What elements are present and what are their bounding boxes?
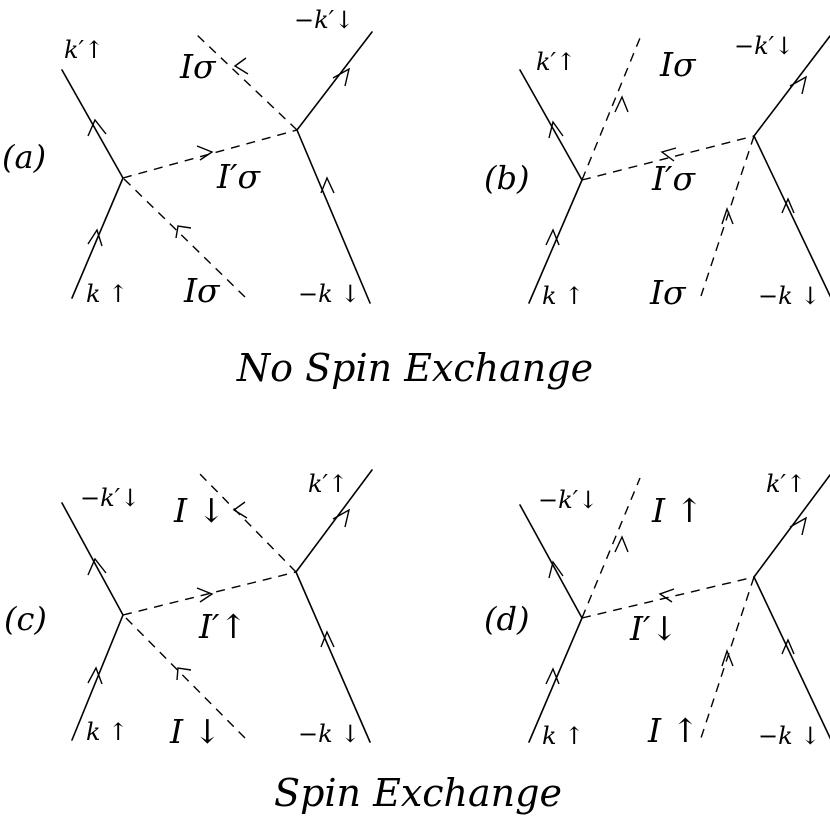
arrow-icon [320,630,335,648]
diagram-b: k′↑ −k′↓ Iσ I′σ (b) k ↑ Iσ −k ↓ [484,32,830,312]
arrow-icon [232,501,248,519]
arrow-icon [721,648,734,667]
arrow-icon [320,176,335,194]
label-k-up: k ↑ [542,722,584,750]
intermediate-impurity-line [122,129,298,179]
label-k-prime-up: k′↑ [766,470,806,498]
arrow-icon [781,638,795,655]
arrow-icon [614,95,629,113]
label-k-prime-up: k′↑ [536,48,576,76]
label-minus-k-down: −k ↓ [298,280,360,308]
label-minus-k-prime-down: −k′↓ [294,6,354,34]
arrow-icon [87,557,107,576]
intermediate-impurity-line [122,571,297,616]
electron-line-minus-k-out [753,35,830,137]
label-intermediate: I′σ [651,159,697,198]
electron-line-k-in [528,179,583,304]
panel-label: (c) [4,600,47,638]
electron-line-minus-k-in [753,135,830,298]
diagram-c: −k′↓ k′↑ I ↓ I′↑ (c) k ↑ I ↓ −k ↓ [4,469,373,751]
arrow-icon [332,67,351,87]
intermediate-impurity-line [581,576,755,619]
label-k-up: k ↑ [542,282,584,310]
electron-line-minus-k-out [61,502,124,616]
label-intermediate: I′↑ [198,607,247,646]
arrow-icon [175,225,192,239]
label-minus-k-down: −k ↓ [298,720,360,748]
electron-line-minus-k-in [295,571,371,743]
label-minus-k-prime-down: −k′↓ [734,32,794,60]
arrow-icon [721,206,734,225]
electron-line-minus-k-in [296,129,371,304]
intermediate-impurity-line [581,135,755,181]
label-impurity-out: Iσ [659,45,697,84]
label-minus-k-down: −k ↓ [758,722,820,750]
label-impurity-in: Iσ [649,273,687,312]
electron-line-k-in [71,614,124,741]
electron-line-k-in [71,177,124,299]
arrow-icon [233,57,249,75]
arrow-icon [614,535,629,553]
arrow-icon [545,228,560,246]
label-impurity-out: I ↑ [651,491,703,530]
arrow-icon [545,667,560,685]
impurity-line-in [122,614,246,739]
arrow-icon [176,667,192,681]
arrow-icon [87,228,103,247]
label-k-prime-up: k′↑ [308,470,348,498]
impurity-line-out [195,469,297,573]
label-intermediate: I′σ [216,157,262,196]
arrow-icon [789,516,808,536]
arrow-icon [196,587,214,603]
arrow-icon [660,147,677,162]
label-k-prime-up: k′↑ [64,36,104,64]
arrow-icon [332,508,351,528]
impurity-line-in [700,135,755,297]
diagram-d: −k′↓ k′↑ I ↑ I′↓ (d) k ↑ I ↑ −k ↓ [484,470,830,750]
label-minus-k-prime-down: −k′↓ [80,484,140,512]
label-impurity-in: Iσ [183,271,221,310]
electron-line-minus-k-out [519,504,583,619]
label-impurity-out: I ↓ [173,491,225,530]
electron-line-minus-k-in [753,576,830,740]
label-intermediate: I′↓ [629,609,678,648]
electron-line-minus-k-out [296,31,373,131]
label-impurity-out: Iσ [179,47,217,86]
electron-line-k-in [528,617,583,743]
impurity-line-in [122,177,246,298]
label-minus-k-down: −k ↓ [758,282,820,310]
arrow-icon [548,560,564,579]
panel-label: (a) [2,138,46,176]
panel-label: (b) [484,159,529,197]
label-k-up: k ↑ [86,280,128,308]
label-minus-k-prime-down: −k′↓ [538,486,598,514]
arrow-icon [789,75,808,95]
diagram-a: k′↑ −k′↓ Iσ I′σ (a) k ↑ Iσ −k ↓ [2,6,373,310]
panel-label: (d) [484,600,529,638]
caption-spin-exchange: Spin Exchange [274,771,562,815]
label-impurity-in: I ↓ [169,712,221,751]
impurity-line-in [700,576,755,739]
label-impurity-in: I ↑ [647,711,699,750]
arrow-icon [87,118,107,137]
electron-line-k-out [295,469,373,573]
arrow-icon [658,588,675,603]
arrow-icon [781,197,795,214]
arrow-icon [196,145,214,161]
caption-no-spin-exchange: No Spin Exchange [236,346,593,390]
arrow-icon [87,666,103,685]
impurity-line-out [581,37,641,181]
impurity-line-out [196,34,298,131]
label-k-up: k ↑ [86,718,128,746]
electron-line-k-out [519,69,583,181]
arrow-icon [548,120,564,139]
